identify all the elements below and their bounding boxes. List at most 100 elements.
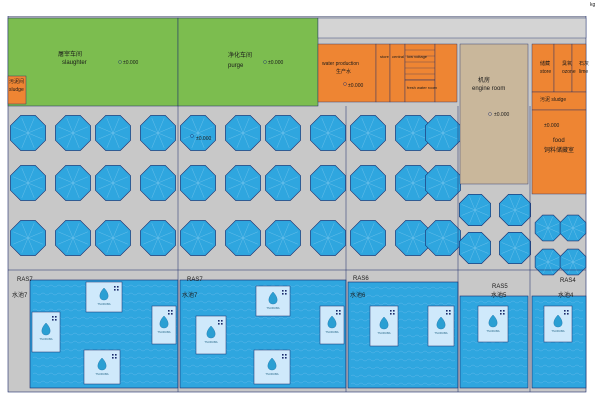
tank-spoke bbox=[428, 176, 458, 190]
tank-spoke bbox=[143, 126, 173, 140]
logo-drop-icon bbox=[267, 357, 277, 371]
pool-wave bbox=[350, 302, 456, 306]
tank-spoke bbox=[58, 126, 88, 140]
pool-wave bbox=[350, 350, 456, 354]
tank-spoke bbox=[561, 257, 585, 267]
level-marker bbox=[190, 134, 194, 138]
logo-text: TSURUBA bbox=[486, 329, 499, 333]
logo-dots bbox=[282, 354, 284, 356]
logo-dots bbox=[564, 310, 566, 312]
logo-dots bbox=[390, 313, 392, 315]
tank-spoke bbox=[98, 176, 128, 190]
logo-dots bbox=[282, 293, 284, 295]
tank-spoke bbox=[58, 231, 88, 245]
logo-dots bbox=[168, 313, 170, 315]
logo-dots bbox=[112, 357, 114, 359]
logo-dots bbox=[52, 319, 54, 321]
room-sludge-left bbox=[7, 75, 27, 105]
pool-wave bbox=[534, 348, 584, 352]
logo-drop-icon bbox=[488, 314, 498, 328]
logo-dots bbox=[285, 290, 287, 292]
logo-text: TSURUBA bbox=[97, 302, 110, 306]
tank-spoke bbox=[313, 231, 343, 245]
top-corridor bbox=[317, 17, 587, 39]
level-marker bbox=[118, 60, 122, 64]
pool-wave bbox=[534, 364, 584, 368]
logo-drop-icon bbox=[327, 315, 337, 329]
logo-dots bbox=[449, 313, 451, 315]
logo-dots bbox=[171, 310, 173, 312]
logo-dots bbox=[282, 290, 284, 292]
logo-dots bbox=[446, 310, 448, 312]
logo-dots bbox=[55, 316, 57, 318]
logo-text: TSURUBA bbox=[325, 330, 338, 334]
tank-spoke bbox=[398, 176, 428, 190]
pool-wave bbox=[350, 294, 456, 298]
room-slaughter bbox=[7, 17, 179, 107]
logo-dots bbox=[567, 310, 569, 312]
tank-spoke bbox=[313, 176, 343, 190]
logo-drop-icon bbox=[206, 325, 216, 339]
tank-spoke bbox=[228, 231, 258, 245]
logo-dots bbox=[393, 313, 395, 315]
tank-spoke bbox=[353, 231, 383, 245]
pool-wave bbox=[350, 286, 456, 290]
room-purge bbox=[177, 17, 319, 107]
room-store-small bbox=[375, 43, 391, 103]
pool-wave bbox=[534, 380, 584, 384]
tank-spoke bbox=[183, 176, 213, 190]
logo-drop-icon bbox=[41, 322, 51, 336]
room-lime bbox=[571, 43, 587, 93]
logo-dots bbox=[115, 354, 117, 356]
pool-wave bbox=[462, 356, 528, 360]
tank-spoke bbox=[398, 231, 428, 245]
tank-spoke bbox=[353, 126, 383, 140]
tank-spoke bbox=[268, 231, 298, 245]
tank-spoke bbox=[268, 126, 298, 140]
tank-spoke bbox=[13, 231, 43, 245]
tank-spoke bbox=[398, 126, 428, 140]
room-sludge-right bbox=[531, 91, 587, 111]
logo-text: TSURUBA bbox=[551, 329, 564, 333]
logo-dots bbox=[339, 310, 341, 312]
logo-dots bbox=[117, 289, 119, 291]
pool-wave bbox=[462, 372, 528, 376]
logo-text: TSURUBA bbox=[39, 337, 52, 341]
tank-spoke bbox=[501, 242, 529, 254]
tank-spoke bbox=[501, 204, 529, 216]
pool-wave bbox=[462, 380, 528, 384]
logo-drop-icon bbox=[268, 291, 278, 305]
room-water-production bbox=[317, 43, 377, 103]
top-margin bbox=[0, 0, 600, 16]
logo-dots bbox=[115, 357, 117, 359]
pool-wave bbox=[462, 364, 528, 368]
logo-text: TSURUBA bbox=[157, 330, 170, 334]
logo-dots bbox=[221, 320, 223, 322]
logo-dots bbox=[285, 357, 287, 359]
tank-spoke bbox=[13, 126, 43, 140]
logo-text: TSURUBA bbox=[204, 340, 217, 344]
logo-dots bbox=[500, 313, 502, 315]
logo-dots bbox=[500, 310, 502, 312]
tank-spoke bbox=[183, 126, 213, 140]
tank-spoke bbox=[98, 126, 128, 140]
tank-spoke bbox=[461, 204, 489, 216]
tank-spoke bbox=[183, 231, 213, 245]
logo-text: TSURUBA bbox=[95, 372, 108, 376]
pool-wave bbox=[462, 348, 528, 352]
pool-wave bbox=[462, 300, 528, 304]
pool-wave bbox=[534, 356, 584, 360]
logo-dots bbox=[218, 323, 220, 325]
tank-spoke bbox=[228, 176, 258, 190]
logo-dots bbox=[282, 357, 284, 359]
logo-dots bbox=[503, 313, 505, 315]
logo-drop-icon bbox=[99, 287, 109, 301]
tank-spoke bbox=[536, 223, 560, 233]
logo-drop-icon bbox=[159, 315, 169, 329]
tank-spoke bbox=[98, 231, 128, 245]
logo-dots bbox=[114, 286, 116, 288]
pool-wave bbox=[534, 300, 584, 304]
tank-spoke bbox=[143, 176, 173, 190]
level-marker bbox=[488, 112, 492, 116]
